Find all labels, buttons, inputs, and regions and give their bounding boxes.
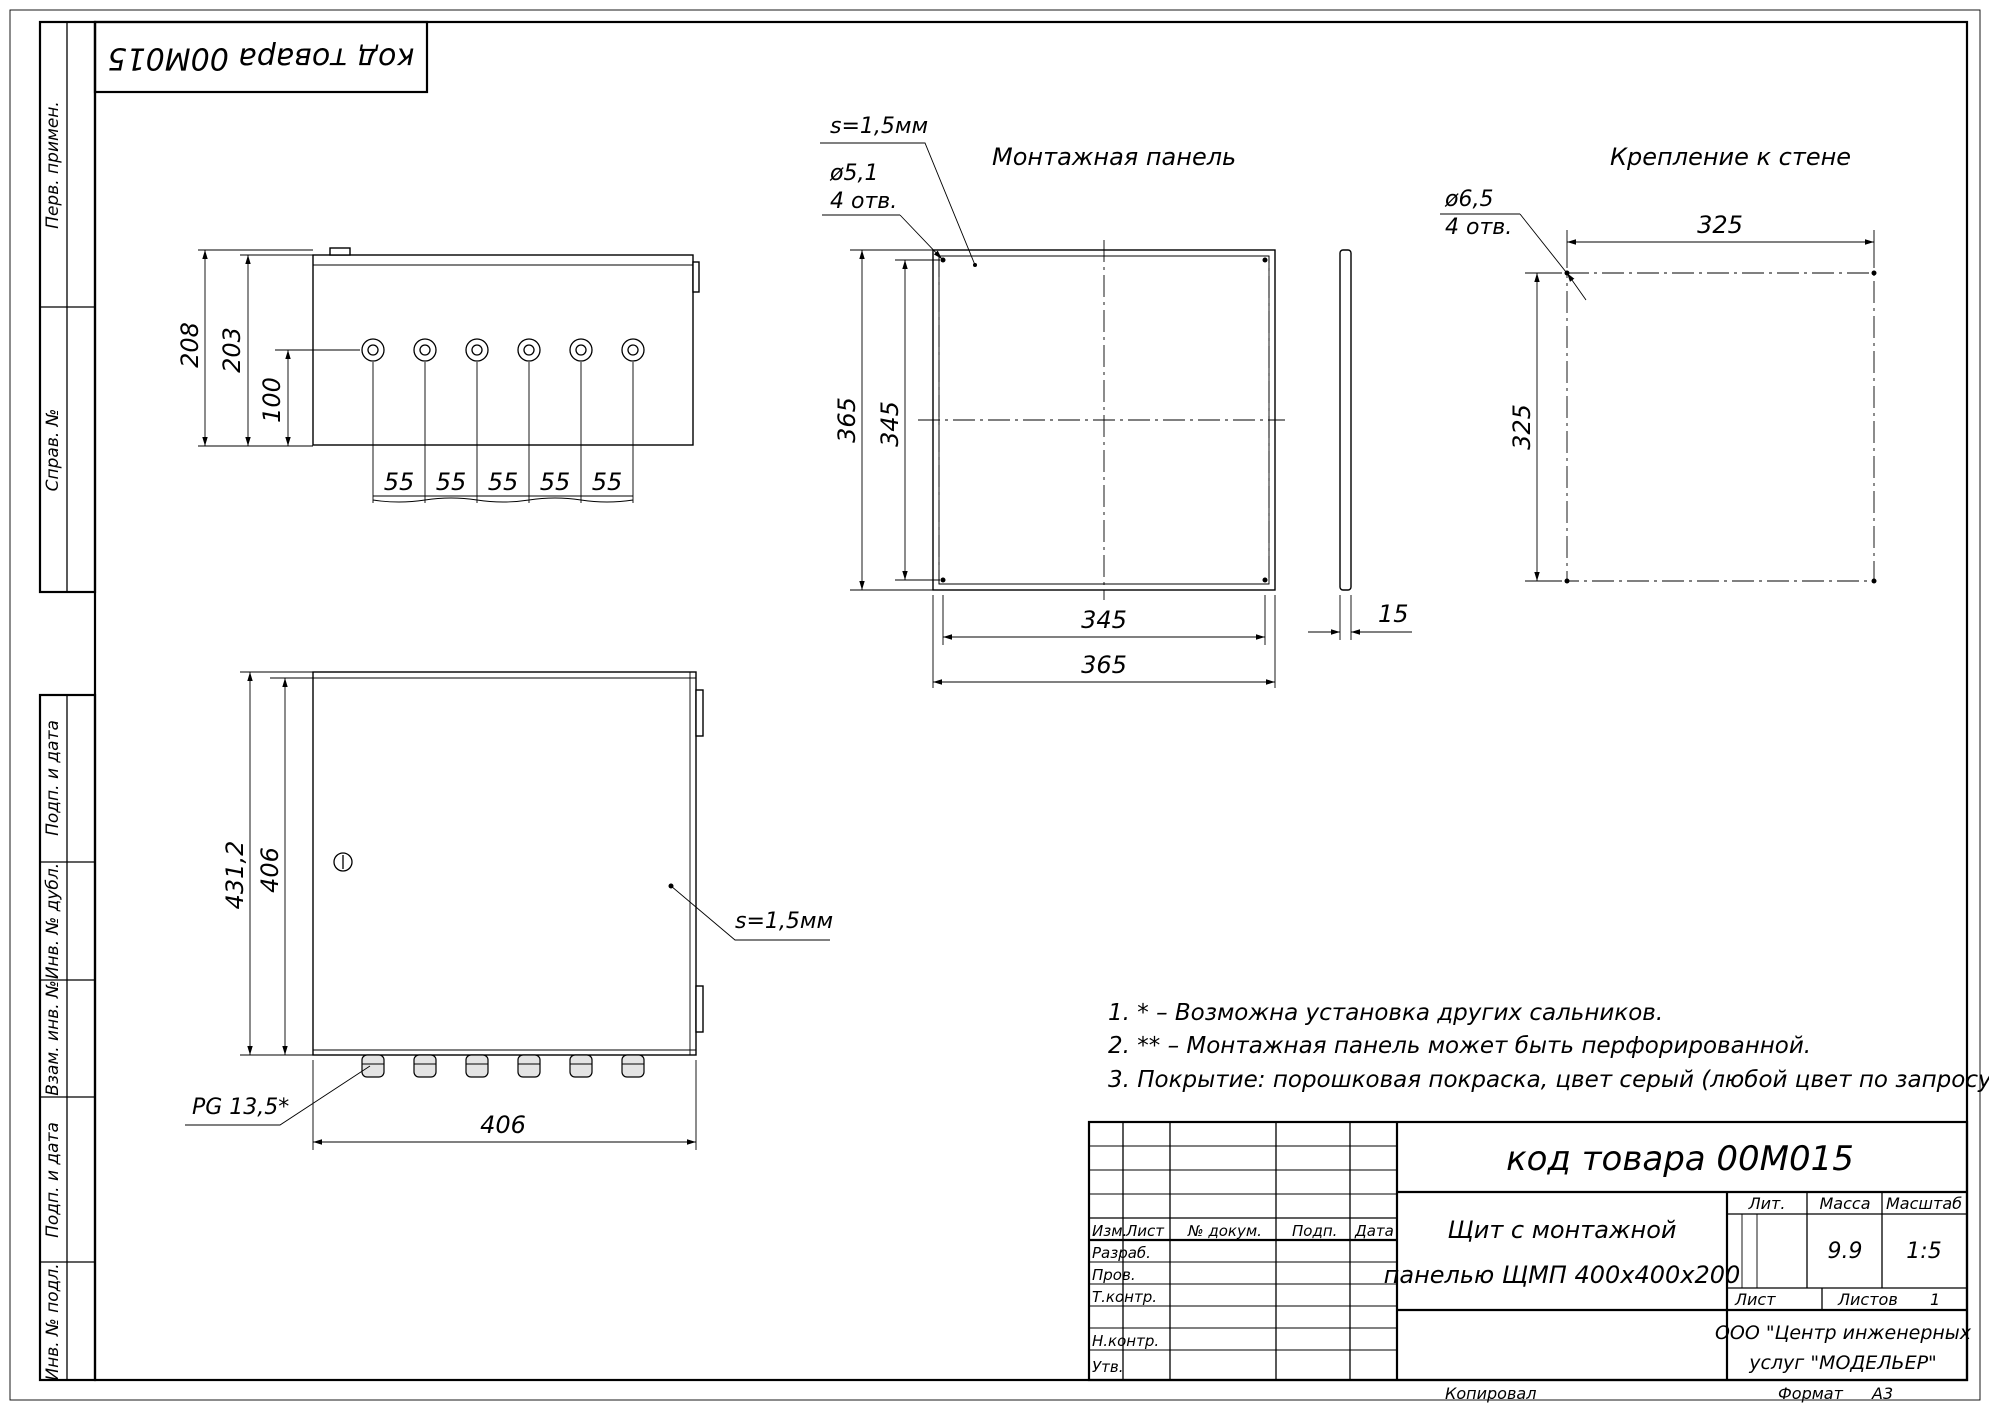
dim-panel-345-horizontal: 345 [1081, 606, 1127, 634]
bottom-gland-6 [621, 1054, 645, 1078]
stamp-scale-value: 1:5 [1906, 1239, 1941, 1264]
stamp-lit-label: Лит. [1748, 1194, 1786, 1213]
stamp-code: код товара 00М015 [1506, 1139, 1854, 1179]
title-block: Изм. Лист № докум. Подп. Дата Разраб. Пр… [1087, 1120, 1972, 1403]
dim-406-vertical: 406 [256, 847, 284, 893]
dim-spacing-3: 55 [488, 468, 519, 496]
dim-spacing-2: 55 [436, 468, 467, 496]
bottom-gland-5 [569, 1054, 593, 1078]
note-1: 1. * – Возможна установка других сальник… [1108, 1000, 1663, 1026]
strip-label-podp1: Подп. и дата [43, 720, 63, 836]
dim-spacing-1: 55 [384, 468, 415, 496]
dim-panel-345-vertical: 345 [876, 401, 904, 447]
stamp-col-izm: Изм. [1092, 1222, 1127, 1240]
stamp-sheet-label: Лист [1734, 1290, 1776, 1309]
stamp-col-podp: Подп. [1292, 1222, 1337, 1240]
strip-label-dubl: Инв. № дубл. [43, 863, 63, 979]
wall-mount-view: Крепление к стене 325 325 ø6,5 4 отв. [1440, 143, 1877, 584]
dim-panel-15: 15 [1378, 600, 1409, 628]
dim-panel-365-horizontal: 365 [1081, 651, 1127, 679]
strip-label-vzam: Взам. инв. № [43, 980, 63, 1095]
stamp-mass-value: 9.9 [1828, 1239, 1863, 1264]
top-gland-5 [569, 338, 593, 362]
dim-100: 100 [258, 377, 286, 423]
wall-hole-count: 4 отв. [1445, 215, 1512, 240]
stamp-name-line2: панелью ЩМП 400х400х200 [1384, 1261, 1741, 1289]
bottom-gland-1 [361, 1054, 385, 1078]
stamp-mass-label: Масса [1819, 1194, 1870, 1213]
code-rotated-text: код товара 00М015 [108, 41, 415, 76]
stamp-row-utv: Утв. [1092, 1358, 1124, 1376]
dim-431: 431,2 [221, 841, 249, 910]
stamp-format-value: А3 [1871, 1384, 1893, 1403]
dim-208: 208 [176, 322, 204, 368]
top-gland-4 [517, 338, 541, 362]
strip-label-podp2: Подп. и дата [43, 1122, 63, 1238]
stamp-org-line1: ООО "Центр инженерных [1715, 1322, 1972, 1344]
stamp-row-prov: Пров. [1092, 1266, 1136, 1284]
bottom-gland-2 [413, 1054, 437, 1078]
side-strip: Перв. примен. Справ. № Подп. и дата Инв.… [38, 20, 97, 1382]
stamp-sheets-value: 1 [1930, 1290, 1940, 1309]
panel-hole-count: 4 отв. [830, 189, 897, 214]
stamp-row-tkontr: Т.контр. [1092, 1288, 1157, 1306]
bottom-gland-4 [517, 1054, 541, 1078]
strip-label-inv: Инв. № подл. [43, 1263, 63, 1380]
stamp-col-doc: № докум. [1187, 1222, 1262, 1240]
stamp-format-label: Формат [1778, 1384, 1844, 1403]
dim-spacing-4: 55 [540, 468, 571, 496]
top-gland-6 [621, 338, 645, 362]
dim-spacing-5: 55 [592, 468, 623, 496]
stamp-sheets-label: Листов [1837, 1290, 1898, 1309]
gland-label: PG 13,5* [192, 1095, 289, 1120]
stamp-org-line2: услуг "МОДЕЛЬЕР" [1748, 1352, 1937, 1374]
stamp-row-nkontr: Н.контр. [1092, 1332, 1159, 1350]
technical-notes: 1. * – Возможна установка других сальник… [1108, 1000, 1989, 1093]
stamp-scale-label: Масштаб [1886, 1194, 1962, 1213]
front-thickness-label: s=1,5мм [735, 909, 833, 934]
dim-406-horizontal: 406 [480, 1111, 526, 1139]
dim-wall-325-horizontal: 325 [1697, 211, 1743, 239]
note-3: 3. Покрытие: порошковая покраска, цвет с… [1108, 1067, 1989, 1093]
strip-label-perv: Перв. примен. [43, 101, 63, 229]
enclosure-front-view: 431,2 406 406 s=1,5мм PG 13,5* [185, 671, 833, 1150]
lock-icon [333, 852, 353, 872]
code-box-rotated: код товара 00М015 [93, 20, 429, 94]
wall-title: Крепление к стене [1610, 143, 1851, 171]
stamp-name-line1: Щит с монтажной [1447, 1216, 1676, 1244]
note-2: 2. ** – Монтажная панель может быть перф… [1108, 1033, 1811, 1059]
stamp-col-date: Дата [1354, 1222, 1394, 1240]
top-gland-1 [361, 338, 385, 362]
panel-hole-diameter: ø5,1 [829, 161, 878, 186]
top-gland-2 [413, 338, 437, 362]
dim-wall-325-vertical: 325 [1508, 404, 1536, 450]
stamp-row-razrab: Разраб. [1092, 1244, 1151, 1262]
panel-title: Монтажная панель [992, 143, 1236, 171]
mounting-panel-view: Монтажная панель s=1,5мм ø5,1 4 отв. 365… [820, 114, 1412, 688]
top-gland-3 [465, 338, 489, 362]
bottom-gland-3 [465, 1054, 489, 1078]
panel-thickness-label: s=1,5мм [830, 114, 928, 139]
wall-hole-diameter: ø6,5 [1444, 187, 1493, 212]
stamp-copied: Копировал [1445, 1384, 1536, 1403]
dim-panel-365-vertical: 365 [833, 397, 861, 443]
strip-label-sprav: Справ. № [43, 409, 63, 492]
dim-203: 203 [218, 327, 246, 373]
enclosure-top-view: 208 203 100 55 55 55 55 55 [176, 247, 700, 503]
stamp-col-list: Лист [1125, 1222, 1165, 1240]
